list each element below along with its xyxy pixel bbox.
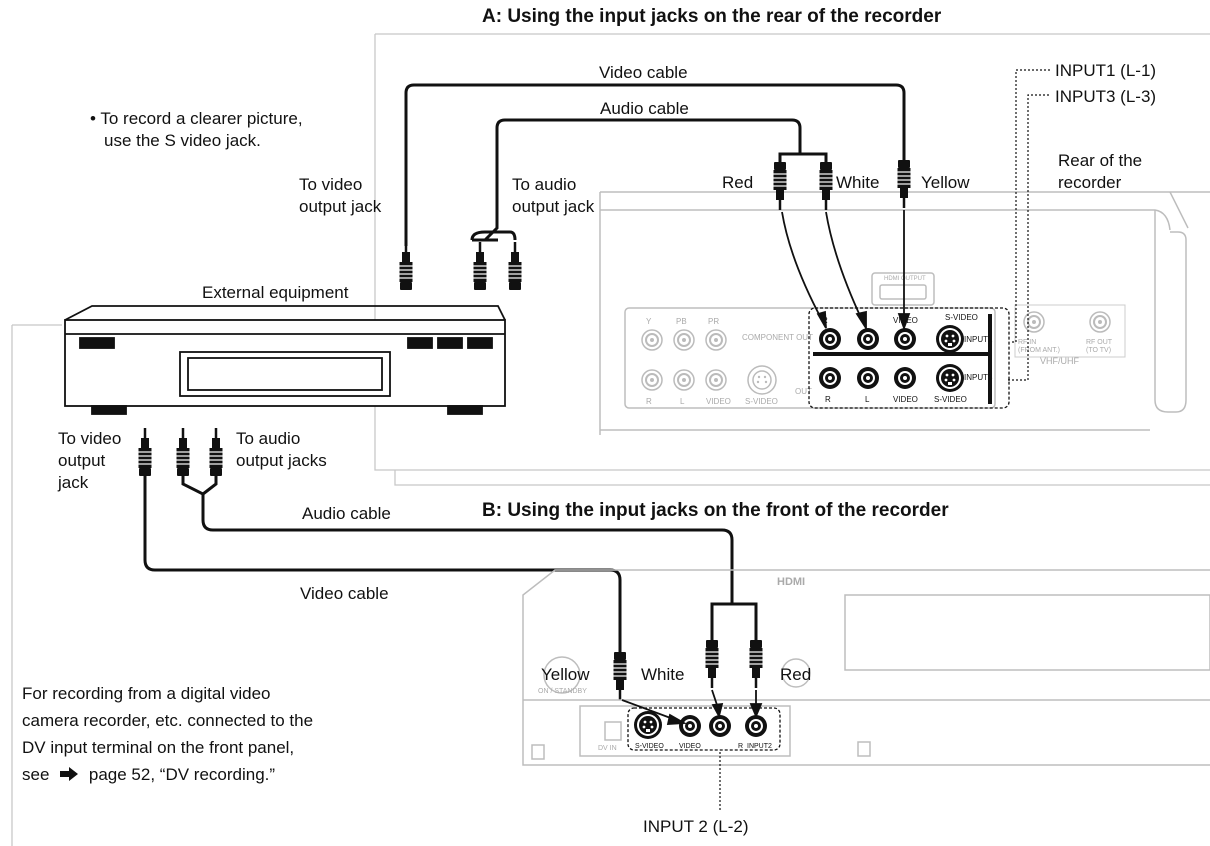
section-a-plugs [398,158,912,292]
ext-to-video-line3: jack [58,473,89,492]
to-video-line2: output jack [299,197,382,216]
label-rf-in: RF IN [1018,339,1036,346]
color-yellow-a: Yellow [921,173,970,192]
note-line2: camera recorder, etc. connected to the [22,711,314,730]
label-pr: PR [708,317,719,326]
note-line1: For recording from a digital video [22,684,271,703]
section-a-arrows [781,210,911,332]
external-equipment-device [64,305,506,415]
input1-label: INPUT1 (L-1) [1055,61,1157,80]
external-equipment-label: External equipment [202,283,349,302]
front-input2-jacks [627,707,781,751]
label-svideo1: S-VIDEO [945,313,978,322]
label-pb: PB [676,317,687,326]
to-video-line1: To video [299,175,363,194]
input2-label: INPUT 2 (L-2) [643,817,749,836]
section-b-plugs [137,426,764,702]
note-line3: DV input terminal on the front panel, [22,738,295,757]
ext-to-video-line2: output [58,451,106,470]
label-to-tv: (TO TV) [1086,347,1111,354]
section-a-frame [374,33,1210,471]
label-video-light: VIDEO [706,397,731,406]
tip-line2: use the S video jack. [104,131,261,150]
color-red-a: Red [722,173,754,192]
label-input1: INPUT1 [964,335,993,344]
color-white-b: White [641,665,685,684]
front-arrows [621,689,763,725]
label-r3: R [825,395,831,404]
label-on-standby: ON / STANDBY [538,688,587,695]
label-front-svideo: S-VIDEO [635,743,664,750]
section-a-title: A: Using the input jacks on the rear of … [482,6,942,27]
to-audio-line1: To audio [512,175,577,194]
note-line4: see page 52, “DV recording.” [22,764,275,785]
label-component-out: COMPONENT OUT [742,333,813,342]
label-hdmi-output: HDMI OUTPUT [884,276,926,282]
label-y: Y [646,317,652,326]
label-ant: (FROM ANT.) [1018,347,1060,354]
label-front-input2: INPUT2 [747,743,772,750]
page-reference-arrow-icon [60,767,79,781]
label-rf-out: RF OUT [1086,339,1113,346]
section-a-video-cable-label: Video cable [599,63,688,82]
ext-to-audio-line1: To audio [236,429,301,448]
label-out: OUT [795,387,812,396]
label-front-r: R [738,743,743,750]
tip-line1: • To record a clearer picture, [90,109,303,128]
label-l3: L [865,395,870,404]
to-audio-line2: output jack [512,197,595,216]
section-b-video-cable-label: Video cable [300,584,389,603]
rear-input-panel [808,307,1010,409]
note-see-text: see [22,765,50,784]
color-red-b: Red [780,665,812,684]
label-svideo-light: S-VIDEO [745,397,778,406]
label-l-light: L [680,397,685,406]
label-video3: VIDEO [893,395,918,404]
label-front-video: VIDEO [679,743,701,750]
rear-label-line1: Rear of the [1058,151,1143,170]
ext-to-audio-line2: output jacks [236,451,327,470]
note-page-ref-text: page 52, “DV recording.” [88,765,276,784]
section-b-frame [11,324,1210,846]
label-input3: INPUT3 [964,373,993,382]
front-recorder-outline [522,569,1210,766]
color-white-a: White [836,173,880,192]
section-b-audio-cable-label: Audio cable [302,504,391,523]
section-b-cables [143,470,758,652]
section-a-cables [404,83,906,246]
label-dv-in: DV IN [598,745,617,752]
ext-to-video-line1: To video [58,429,122,448]
section-a-audio-cable-label: Audio cable [600,99,689,118]
label-r-light: R [646,397,652,406]
color-yellow-b: Yellow [541,665,590,684]
hdmi-logo: HDMI [777,576,805,588]
rear-label-line2: recorder [1058,173,1122,192]
input3-label: INPUT3 (L-3) [1055,87,1157,106]
section-b-title: B: Using the input jacks on the front of… [482,500,949,521]
label-svideo3: S-VIDEO [934,395,967,404]
label-vhf-uhf: VHF/UHF [1040,356,1079,366]
